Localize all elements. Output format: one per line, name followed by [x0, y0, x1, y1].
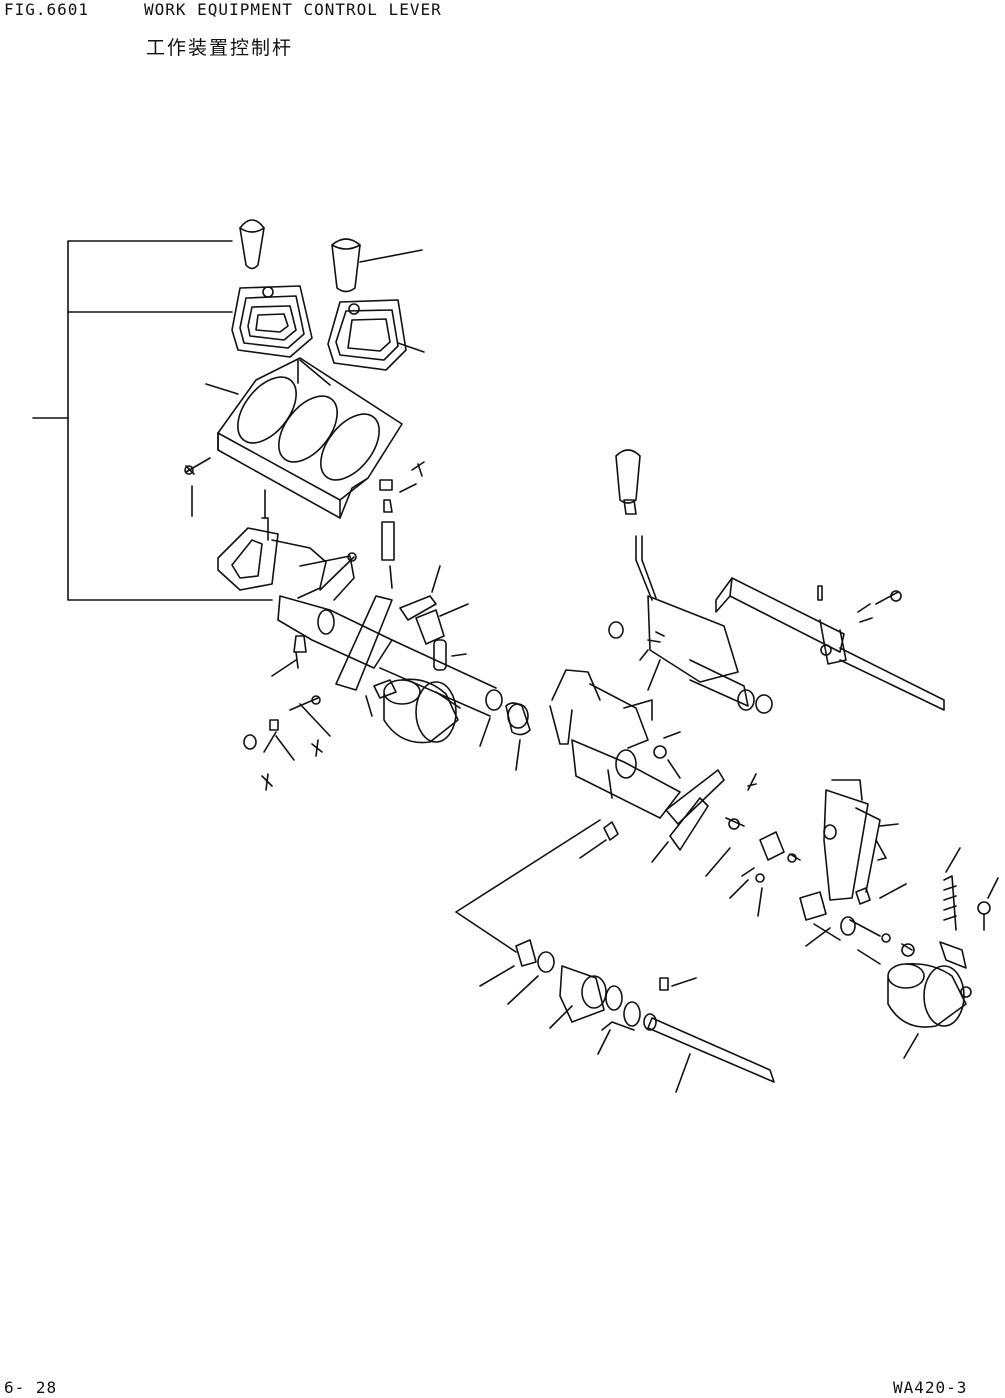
solenoid-left [374, 679, 460, 742]
lever-boot-left [232, 286, 312, 357]
bushing-center [480, 690, 530, 770]
assembly-bracket [33, 241, 272, 600]
bushing-lower [480, 940, 640, 1054]
small-parts-right [730, 774, 914, 964]
control-lever-handle-right [550, 670, 680, 818]
pivot-shaft-lower [644, 978, 774, 1092]
grease-fitting-center [580, 822, 618, 858]
lever-bracket-plate [609, 596, 772, 713]
detent-bracket-rod [716, 578, 944, 710]
control-lever-handle-left [218, 490, 354, 600]
pin-left [434, 640, 466, 670]
lever-boot-right [328, 300, 424, 370]
grease-fitting-upper [380, 462, 424, 588]
lever-knob-right [332, 239, 422, 292]
solenoid-right [888, 964, 971, 1058]
lever-knob-left [240, 220, 264, 269]
console-cover-plate [206, 358, 402, 518]
spring-right [940, 848, 998, 968]
lever-arm-left [336, 566, 468, 716]
figure-title-japanese: 工作装置控制杆 [146, 37, 294, 59]
bolt-cover [185, 458, 210, 516]
figure-number: FIG.6601 [4, 0, 90, 19]
small-parts-left [244, 636, 330, 790]
page-number: 6- 28 [4, 1378, 58, 1397]
lever-arm-right [652, 770, 744, 876]
lever-shaft-left [278, 553, 496, 716]
figure-title-english: WORK EQUIPMENT CONTROL LEVER [144, 0, 442, 19]
lever-knob-tall [616, 450, 656, 600]
machine-model: WA420-3 [893, 1378, 968, 1397]
link-guide-line [456, 820, 600, 952]
detent-plate-right [824, 780, 906, 904]
